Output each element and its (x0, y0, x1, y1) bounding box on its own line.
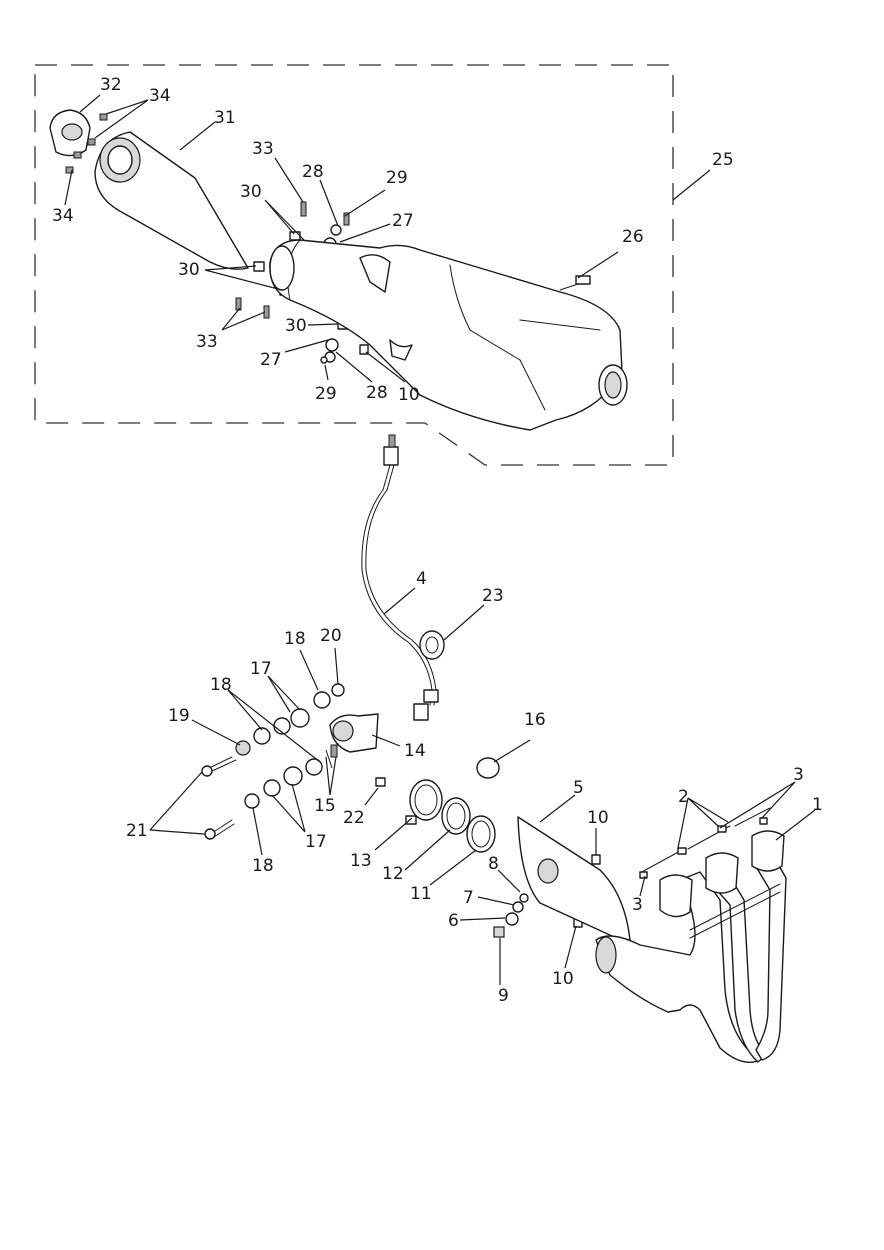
mounting-bracket[interactable] (329, 713, 379, 753)
header-gaskets (639, 807, 771, 879)
callout-30: 30 (285, 316, 307, 336)
header-pipes[interactable] (595, 830, 787, 1063)
callout-3: 3 (793, 765, 804, 785)
callout-17: 17 (305, 832, 327, 852)
callout-20: 20 (320, 626, 342, 646)
silencer-assembly-boundary (34, 64, 674, 466)
callout-34: 34 (52, 206, 74, 226)
callout-26: 26 (622, 227, 644, 247)
callout-15: 15 (314, 796, 336, 816)
exhaust-clamp[interactable] (405, 779, 443, 825)
callout-29: 29 (315, 384, 337, 404)
callout-27: 27 (260, 350, 282, 370)
callout-10: 10 (398, 385, 420, 405)
oxygen-sensor-lead[interactable] (361, 434, 439, 721)
callout-16: 16 (524, 710, 546, 730)
leader-lines (64, 94, 816, 985)
callout-8: 8 (488, 854, 499, 874)
callout-9: 9 (498, 986, 509, 1006)
sealing-rings (441, 797, 496, 853)
callout-19: 19 (168, 706, 190, 726)
callout-23: 23 (482, 586, 504, 606)
silencer-end-cap[interactable] (49, 109, 91, 157)
callout-6: 6 (448, 911, 459, 931)
callout-21: 21 (126, 821, 148, 841)
callout-34: 34 (149, 86, 171, 106)
callout-22: 22 (343, 808, 365, 828)
callout-25: 25 (712, 150, 734, 170)
callout-30: 30 (240, 182, 262, 202)
callout-10: 10 (552, 969, 574, 989)
grommet (476, 757, 500, 779)
silencer-body[interactable] (269, 239, 628, 431)
callout-29: 29 (386, 168, 408, 188)
callout-5: 5 (573, 778, 584, 798)
callout-33: 33 (196, 332, 218, 352)
callout-labels: 32 34 31 34 33 28 29 27 30 30 33 30 27 2… (52, 75, 823, 1006)
rubber-mounts (235, 683, 345, 809)
callout-7: 7 (463, 888, 474, 908)
callout-28: 28 (366, 383, 388, 403)
callout-1: 1 (812, 795, 823, 815)
callout-12: 12 (382, 864, 404, 884)
silencer-end-cap-screws (65, 113, 108, 174)
callout-18: 18 (284, 629, 306, 649)
callout-32: 32 (100, 75, 122, 95)
silencer-bracket-26 (559, 275, 591, 291)
bolts (201, 744, 386, 840)
callout-31: 31 (214, 108, 236, 128)
silencer-tail-pipe[interactable] (94, 131, 249, 270)
callout-13: 13 (350, 851, 372, 871)
callout-14: 14 (404, 741, 426, 761)
callout-27: 27 (392, 211, 414, 231)
callout-28: 28 (302, 162, 324, 182)
callout-30: 30 (178, 260, 200, 280)
callout-33: 33 (252, 139, 274, 159)
callout-18: 18 (252, 856, 274, 876)
callout-11: 11 (410, 884, 432, 904)
callout-4: 4 (416, 569, 427, 589)
callout-18: 18 (210, 675, 232, 695)
callout-2: 2 (678, 787, 689, 807)
callout-10: 10 (587, 808, 609, 828)
callout-3: 3 (632, 895, 643, 915)
callout-17: 17 (250, 659, 272, 679)
heat-shield-sleeve (419, 630, 445, 660)
